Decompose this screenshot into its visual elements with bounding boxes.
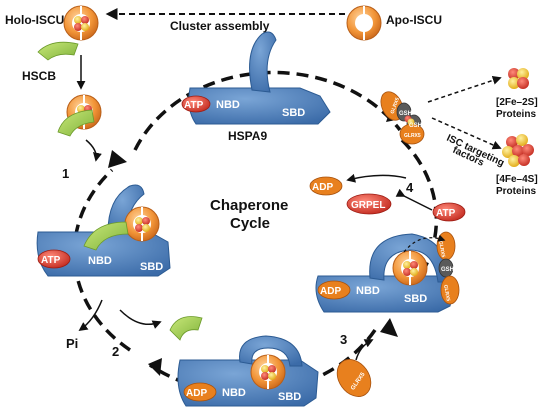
grpel-adp-label: ADP — [312, 182, 333, 193]
cluster-assembly-label: Cluster assembly — [170, 19, 270, 33]
pi-label: Pi — [66, 336, 78, 351]
adp-release-arrow — [346, 173, 407, 183]
fe4s4-cluster-icon — [502, 134, 534, 167]
chaperone-label: Chaperone — [210, 197, 288, 214]
bottom-nbd-label: NBD — [222, 387, 246, 399]
grpel-exchange — [309, 176, 466, 222]
hspa9-top-nbd-label: NBD — [216, 99, 240, 111]
hspa9-adp-iscu-glrx5-complex — [315, 231, 460, 313]
right-glrx5-bottom-label: GLRX5 — [442, 284, 451, 302]
hspa9-top-atp-label: ATP — [184, 100, 204, 111]
step-1-label: 1 — [62, 166, 69, 181]
cycle-label: Cycle — [230, 215, 270, 232]
right-gsh-label: GSH — [441, 267, 454, 273]
dimer-glrx5-top-label: GLRX5 — [390, 97, 401, 115]
hscb-protein-top — [37, 41, 79, 61]
iscu-hscb-complex — [57, 94, 102, 137]
cycle-arrowhead-bottom-right — [380, 318, 398, 337]
apo-iscu-top — [346, 5, 382, 41]
fe4s4-label-line1: [4Fe–4S] — [496, 174, 538, 185]
dimer-gsh-top-label: GSH — [399, 111, 412, 117]
bottom-adp-label: ADP — [186, 388, 207, 399]
atp-binding-arrow — [395, 188, 433, 211]
holo-iscu-top — [63, 5, 99, 41]
fe2s2-label-line2: Proteins — [496, 109, 536, 120]
hspa9-atp-state — [181, 31, 331, 125]
right-nbd-label: NBD — [356, 285, 380, 297]
hspa9-label: HSPA9 — [228, 129, 267, 143]
grpel-atp-label: ATP — [436, 208, 456, 219]
fe2s2-cluster-icon — [508, 68, 529, 89]
dimer-gsh-bottom-label: GSH — [409, 123, 422, 129]
hscb-label: HSCB — [22, 69, 56, 83]
hspa9-adp-iscu-bottom — [177, 335, 319, 407]
fe2s2-label-line1: [2Fe–2S] — [496, 97, 538, 108]
cycle-arrowhead-bottom-left — [148, 358, 162, 376]
left-nbd-label: NBD — [88, 255, 112, 267]
holo-iscu-label: Holo-ISCU — [5, 13, 64, 27]
step-1-input-arrow — [85, 139, 102, 162]
hspa9-iscu-hscb-atp-complex — [36, 184, 171, 277]
left-sbd-label: SBD — [140, 261, 163, 273]
step-4-label: 4 — [406, 180, 414, 195]
fe4s4-label-line2: Proteins — [496, 186, 536, 197]
step-3-label: 3 — [340, 332, 347, 347]
grpel-label: GRPEL — [351, 200, 385, 211]
glrx5-binding-arrow — [355, 339, 374, 361]
bottom-sbd-label: SBD — [278, 391, 301, 403]
hspa9-top-sbd-label: SBD — [282, 107, 305, 119]
hscb-released — [169, 316, 203, 341]
glrx5-free: GLRX5 — [336, 359, 372, 397]
pi-release-arrow — [78, 299, 103, 332]
fe4s4-delivery-arrow — [431, 117, 502, 150]
step-2-label: 2 — [112, 344, 119, 359]
fe2s2-delivery-arrow — [427, 76, 502, 103]
hscb-release-arrow — [119, 309, 162, 329]
dimer-glrx5-bottom-label: GLRX5 — [404, 133, 421, 139]
right-sbd-label: SBD — [404, 293, 427, 305]
right-glrx5-top-label: GLRX5 — [437, 240, 446, 258]
apo-iscu-label: Apo-ISCU — [386, 13, 442, 27]
right-adp-label: ADP — [320, 286, 341, 297]
glrx5-gsh-dimer — [380, 91, 425, 145]
cycle-arrowhead-left — [108, 150, 127, 168]
left-atp-label: ATP — [41, 255, 61, 266]
